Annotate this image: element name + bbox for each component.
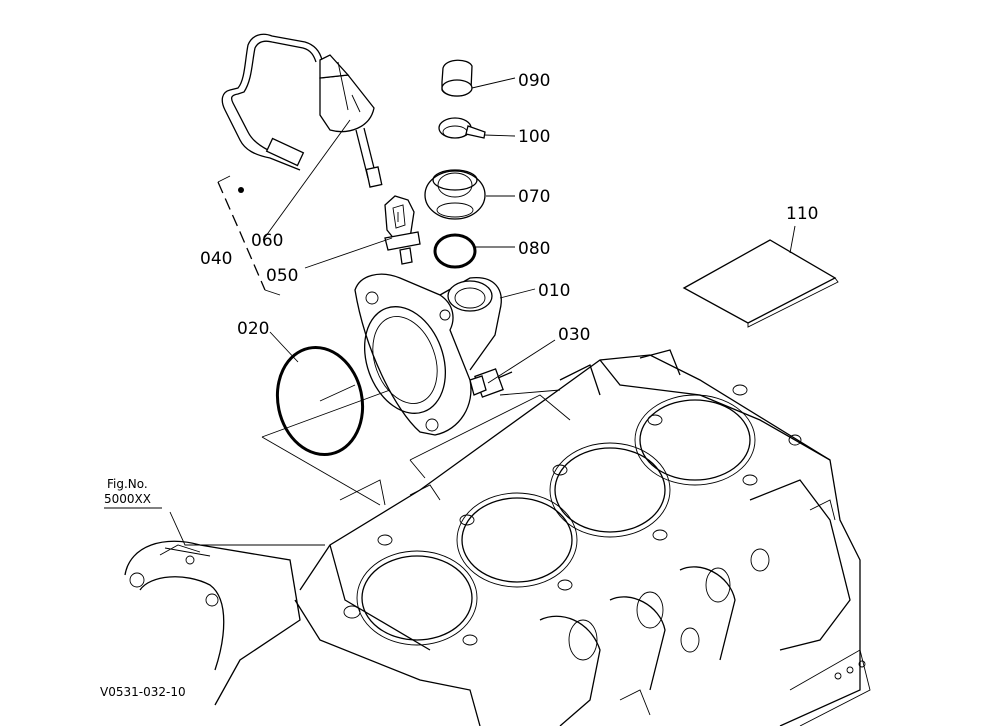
instruction-sheet <box>682 239 839 328</box>
figure-reference: Fig.No. 5000XX <box>104 477 162 509</box>
label-110: 110 <box>786 204 818 224</box>
label-040: 040 <box>200 249 232 269</box>
part-labels: 090 100 070 080 010 030 020 060 040 050 … <box>200 71 818 345</box>
label-070: 070 <box>518 187 550 207</box>
label-090: 090 <box>518 71 550 91</box>
o-ring <box>433 233 477 269</box>
label-050: 050 <box>266 266 298 286</box>
fig-no-value: 5000XX <box>104 492 151 506</box>
sensor-harness <box>221 33 383 188</box>
label-030: 030 <box>558 325 590 345</box>
fig-no-label: Fig.No. <box>107 477 148 491</box>
gasket-ring <box>275 345 365 457</box>
drawing-code: V0531-032-10 <box>100 685 186 699</box>
label-080: 080 <box>518 239 550 259</box>
engine-block <box>124 349 871 726</box>
temperature-sensor <box>384 195 421 265</box>
bracket-dot <box>238 187 244 193</box>
bracket-bottom-tick <box>264 289 281 296</box>
label-060: 060 <box>251 231 283 251</box>
label-100: 100 <box>518 127 550 147</box>
bolt <box>469 368 513 398</box>
gasket-center-line <box>319 384 356 402</box>
harness-assembly-bracket <box>217 181 266 291</box>
hose-clamp <box>438 117 486 139</box>
leader-lines <box>169 77 796 546</box>
label-020: 020 <box>237 319 269 339</box>
thermostat-housing <box>354 273 502 436</box>
label-010: 010 <box>538 281 570 301</box>
bracket-top-tick <box>217 175 231 183</box>
assembly-guide-lines <box>261 389 571 506</box>
thermostat-cover <box>424 169 486 220</box>
rubber-cap <box>441 59 473 97</box>
